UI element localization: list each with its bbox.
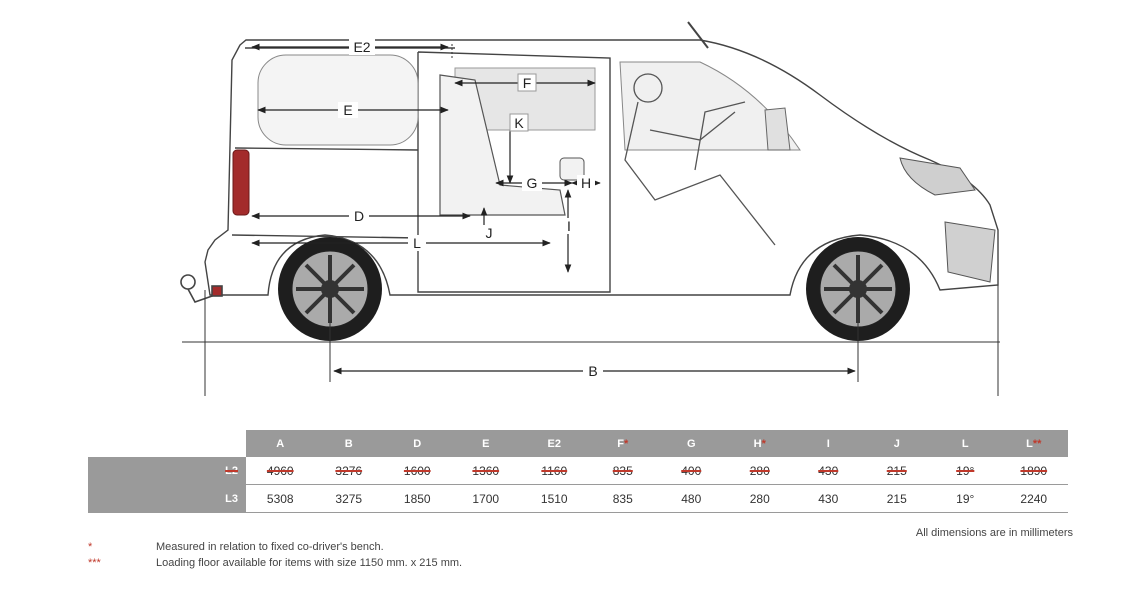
col-header-label: I — [826, 437, 830, 450]
col-header-label: G — [686, 437, 696, 450]
table-cell: 1890 — [999, 457, 1068, 485]
table-cell: 215 — [862, 457, 931, 485]
col-header-label: B — [344, 437, 353, 450]
col-header: L — [931, 430, 1000, 457]
table-cell: 835 — [588, 457, 657, 485]
col-header-label: L — [1026, 437, 1033, 450]
table-cell: 280 — [725, 457, 794, 485]
table-cell: 835 — [588, 484, 657, 513]
table-corner — [88, 430, 246, 457]
tow-hitch — [180, 274, 223, 303]
col-header-label: E2 — [547, 437, 561, 450]
footnote-2-text: Loading floor available for items with s… — [156, 557, 463, 569]
cab-window — [619, 61, 801, 151]
col-header-label: L — [961, 437, 969, 450]
table-cell: 19° — [931, 484, 1000, 513]
driver-figure — [624, 73, 776, 246]
units-note: All dimensions are in millimeters — [915, 527, 1073, 539]
col-header-label: F — [617, 437, 624, 450]
label-l: L — [413, 235, 421, 251]
col-header-label: E — [482, 437, 490, 450]
dimension-labels: E2 E F K G H D J I L B — [338, 39, 603, 379]
label-f: F — [523, 75, 532, 91]
col-header-mark: * — [761, 437, 766, 450]
col-header-mark: * — [623, 437, 629, 450]
col-header-mark: ** — [1032, 437, 1042, 450]
col-header: E — [451, 430, 520, 457]
table-cell: 3275 — [314, 484, 383, 513]
front-wheel — [806, 237, 910, 341]
col-header: G — [657, 430, 726, 457]
label-k: K — [514, 115, 524, 131]
tail-light — [232, 149, 250, 216]
row-label: L2 — [88, 457, 246, 485]
table-cell: 3276 — [314, 457, 383, 485]
label-i: I — [567, 218, 571, 234]
footnote-1-text: Measured in relation to fixed co-driver'… — [156, 541, 384, 553]
table-cell: 19° — [931, 457, 1000, 485]
side-mirror — [764, 107, 791, 151]
table-cell: 280 — [725, 484, 794, 513]
table-cell: 430 — [794, 457, 863, 485]
col-header-label: J — [893, 437, 900, 450]
label-b: B — [588, 363, 597, 379]
antenna — [687, 21, 709, 49]
col-header: E2 — [520, 430, 589, 457]
col-header: I — [794, 430, 863, 457]
col-header-label: A — [276, 437, 285, 450]
table-cell: 1700 — [451, 484, 520, 513]
row-label: L3 — [88, 484, 246, 513]
label-j: J — [486, 225, 493, 241]
table-cell: 1600 — [383, 457, 452, 485]
col-header-label: H — [753, 437, 762, 450]
col-header: J — [862, 430, 931, 457]
footnote-2-mark: *** — [88, 557, 101, 569]
col-header: L** — [999, 430, 1068, 457]
table-cell: 215 — [862, 484, 931, 513]
footnote-1-mark: * — [88, 541, 93, 553]
col-header: F* — [588, 430, 657, 457]
col-header-label: D — [413, 437, 422, 450]
rear-wheel — [278, 237, 382, 341]
label-h: H — [581, 175, 591, 191]
label-g: G — [527, 175, 538, 191]
front-grille — [944, 221, 996, 283]
col-header: A — [246, 430, 315, 457]
table-cell: 480 — [657, 484, 726, 513]
label-d: D — [354, 208, 364, 224]
headlight — [899, 157, 976, 196]
table-cell: 4960 — [246, 457, 315, 485]
label-e: E — [343, 102, 352, 118]
label-e2: E2 — [353, 39, 370, 55]
ground-line — [182, 44, 1000, 396]
table-cell: 5308 — [246, 484, 315, 513]
table-cell: 1850 — [383, 484, 452, 513]
col-header: D — [383, 430, 452, 457]
table-cell: 430 — [794, 484, 863, 513]
col-header: H* — [725, 430, 794, 457]
van-dimension-diagram: E2 E F K G H D J I L B — [180, 21, 1000, 396]
table-cell: 400 — [657, 457, 726, 485]
table-cell: 2240 — [999, 484, 1068, 513]
col-header: B — [314, 430, 383, 457]
table-cell: 1360 — [451, 457, 520, 485]
table-cell: 1160 — [520, 457, 589, 485]
rear-side-window — [257, 54, 419, 146]
table-cell: 1510 — [520, 484, 589, 513]
